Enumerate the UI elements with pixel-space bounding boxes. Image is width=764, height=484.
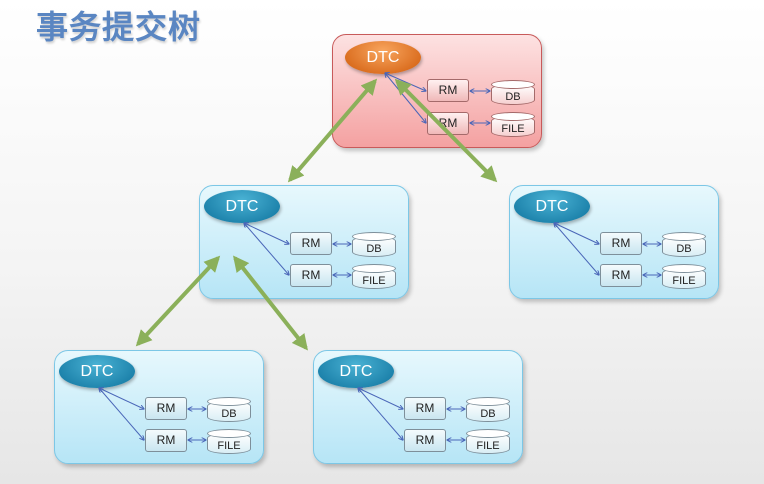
file-label: FILE [476, 440, 500, 452]
node-connectors [314, 351, 524, 465]
node-connectors [200, 186, 410, 300]
file-cylinder[interactable]: FILE [207, 429, 251, 455]
rm-box[interactable]: RM [600, 232, 642, 255]
dtc-node-mid-right[interactable]: DTC RM RM DB FILE [509, 185, 719, 299]
file-cylinder[interactable]: FILE [491, 112, 535, 138]
node-connectors [510, 186, 720, 300]
dtc-node-mid-left[interactable]: DTC RM RM DB FILE [199, 185, 409, 299]
db-cylinder[interactable]: DB [662, 232, 706, 258]
db-label: DB [480, 408, 496, 420]
dtc-node-root[interactable]: DTC RM RM DB FILE [332, 34, 542, 148]
rm-box[interactable]: RM [145, 429, 187, 452]
db-label: DB [366, 243, 382, 255]
rm-box[interactable]: RM [600, 264, 642, 287]
rm-box[interactable]: RM [145, 397, 187, 420]
file-cylinder[interactable]: FILE [662, 264, 706, 290]
file-label: FILE [501, 123, 525, 135]
file-label: FILE [672, 275, 696, 287]
file-cylinder[interactable]: FILE [466, 429, 510, 455]
rm-box[interactable]: RM [290, 232, 332, 255]
db-label: DB [221, 408, 237, 420]
node-connectors [55, 351, 265, 465]
rm-box[interactable]: RM [404, 397, 446, 420]
rm-box[interactable]: RM [404, 429, 446, 452]
dtc-ellipse[interactable]: DTC [514, 190, 590, 223]
slide-title: 事务提交树 [36, 8, 202, 46]
dtc-node-bottom-left[interactable]: DTC RM RM DB FILE [54, 350, 264, 464]
db-cylinder[interactable]: DB [466, 397, 510, 423]
file-cylinder[interactable]: FILE [352, 264, 396, 290]
dtc-ellipse[interactable]: DTC [318, 355, 394, 388]
dtc-ellipse[interactable]: DTC [59, 355, 135, 388]
node-connectors [333, 35, 543, 149]
file-label: FILE [362, 275, 386, 287]
file-label: FILE [217, 440, 241, 452]
db-cylinder[interactable]: DB [352, 232, 396, 258]
db-label: DB [676, 243, 692, 255]
dtc-ellipse[interactable]: DTC [345, 41, 421, 74]
db-cylinder[interactable]: DB [491, 80, 535, 106]
dtc-ellipse[interactable]: DTC [204, 190, 280, 223]
dtc-node-bottom-right[interactable]: DTC RM RM DB FILE [313, 350, 523, 464]
db-cylinder[interactable]: DB [207, 397, 251, 423]
db-label: DB [505, 91, 521, 103]
